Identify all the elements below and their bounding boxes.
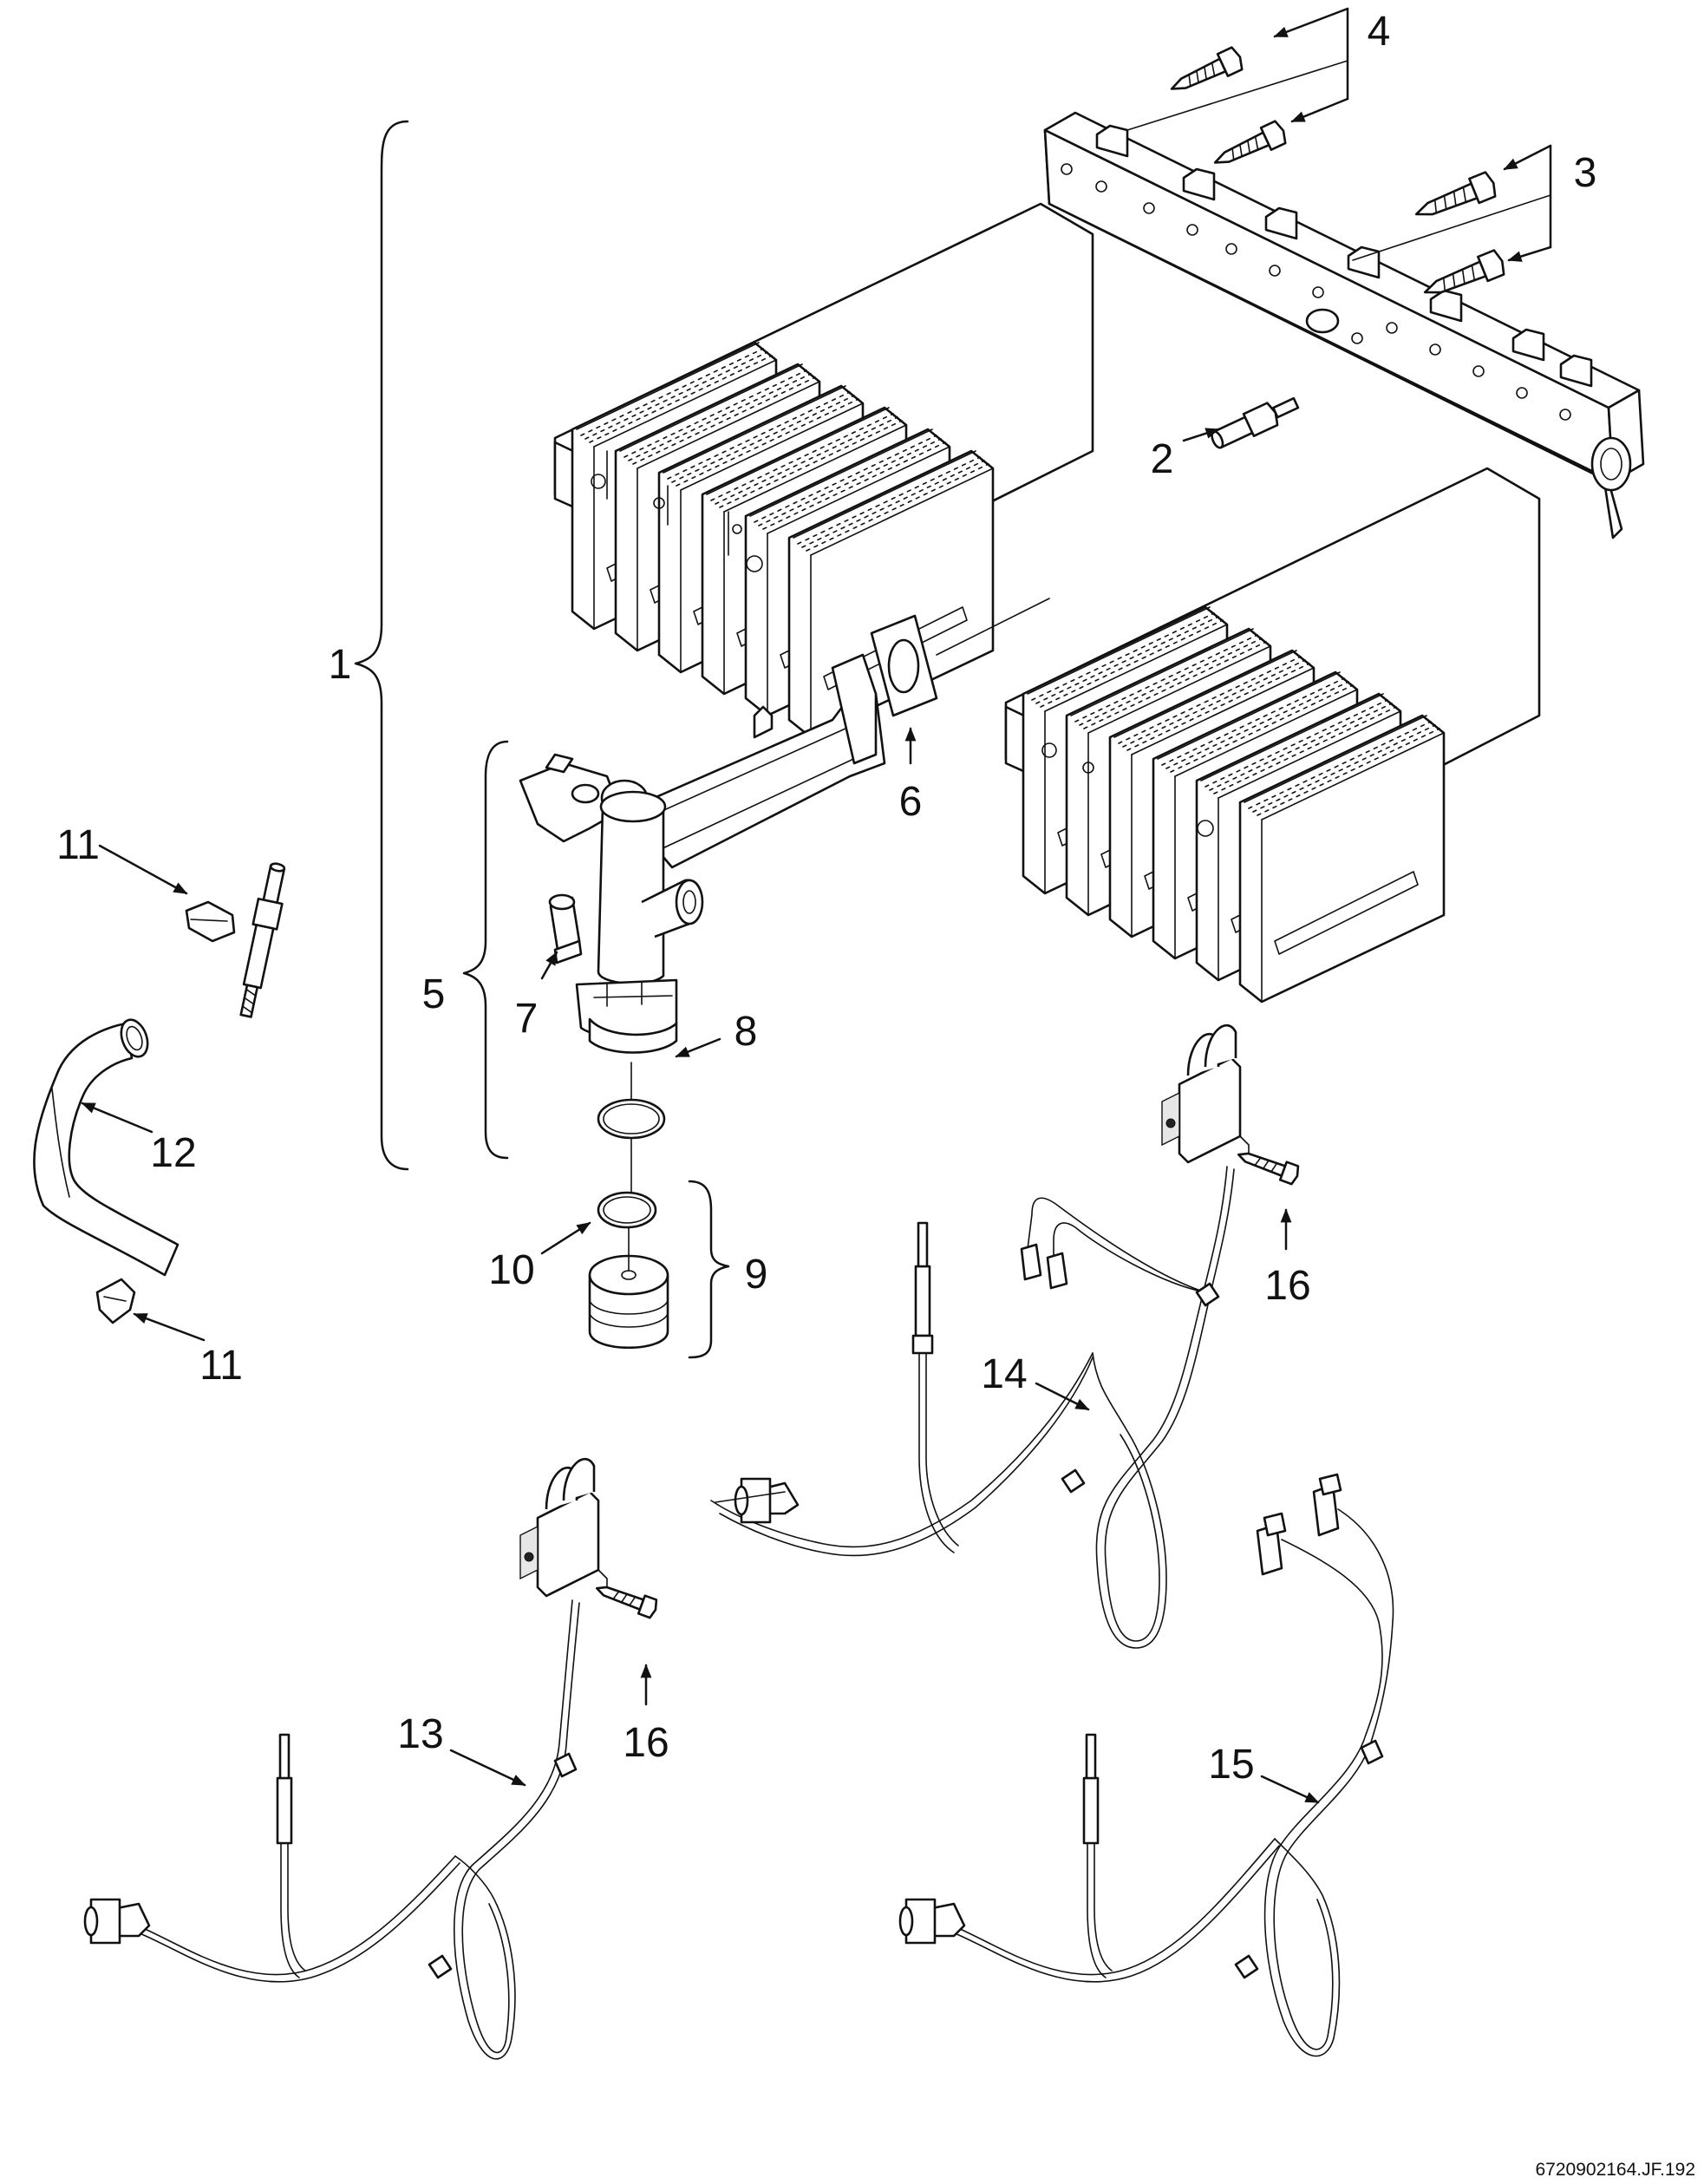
clip-11-upper — [185, 900, 236, 943]
leader-lines — [81, 7, 1552, 1804]
clip-11-lower — [95, 1278, 136, 1324]
nipple-7 — [548, 893, 583, 964]
callout-11-upper: 11 — [56, 822, 100, 868]
callout-15: 15 — [1208, 1742, 1254, 1788]
callout-9: 9 — [745, 1252, 768, 1298]
callout-1: 1 — [329, 642, 352, 688]
ignition-electrode — [239, 862, 286, 1018]
callout-16-upper: 16 — [1264, 1263, 1310, 1309]
screw-3-lower — [1423, 249, 1505, 294]
screw-4-lower — [1213, 120, 1287, 164]
callout-4: 4 — [1368, 9, 1391, 55]
callout-11-lower: 11 — [199, 1343, 243, 1389]
callout-14: 14 — [981, 1351, 1027, 1397]
callout-3: 3 — [1574, 150, 1597, 196]
hose-12 — [33, 1018, 180, 1277]
callout-13: 13 — [397, 1711, 443, 1757]
callout-5: 5 — [422, 971, 446, 1017]
callout-10: 10 — [488, 1247, 534, 1293]
sensor-assembly-14 — [710, 1023, 1250, 1649]
callout-12: 12 — [150, 1130, 196, 1176]
document-reference: 6720902164.JF.192 — [1536, 2160, 1696, 2180]
screw-16-upper — [1237, 1152, 1300, 1186]
burner-block-lower — [1004, 467, 1541, 1004]
nozzle-2 — [1211, 396, 1300, 449]
sensor-assembly-13 — [83, 1457, 609, 2060]
screw-4-upper — [1170, 46, 1244, 90]
cylinder-9 — [588, 1226, 669, 1350]
burner-block-upper — [553, 202, 1094, 739]
manifold-bar — [1043, 111, 1645, 539]
o-ring-8 — [597, 1098, 666, 1140]
callout-2: 2 — [1151, 436, 1174, 482]
callout-16-lower: 16 — [623, 1720, 669, 1766]
callout-7: 7 — [515, 996, 539, 1042]
screw-3-upper — [1414, 171, 1497, 216]
gasket-6 — [870, 614, 938, 717]
bracket-1 — [354, 120, 409, 1171]
o-ring-10 — [597, 1191, 657, 1229]
burner-manifold-5 — [519, 653, 886, 1054]
sensor-assembly-15 — [898, 1473, 1394, 2057]
screw-16-lower — [596, 1586, 658, 1619]
bracket-9 — [688, 1180, 730, 1359]
bracket-5 — [462, 740, 509, 1160]
callout-6: 6 — [899, 779, 923, 825]
callout-8: 8 — [734, 1009, 758, 1055]
